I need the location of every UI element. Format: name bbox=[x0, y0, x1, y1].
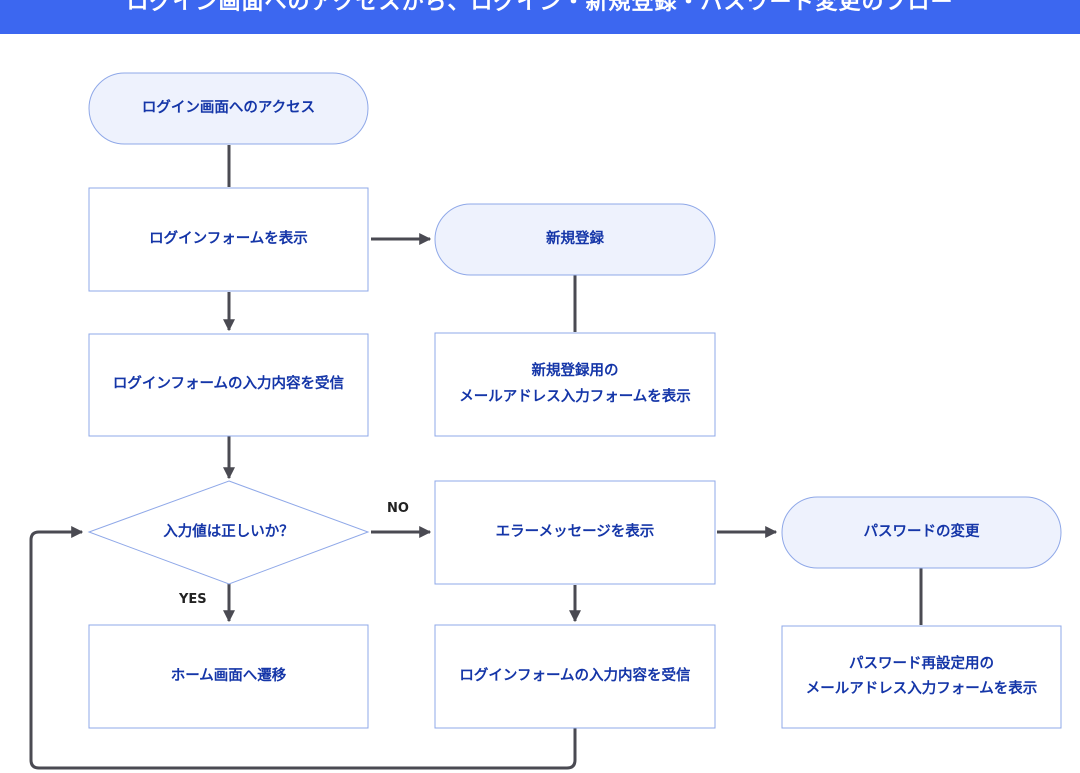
loop-back-arrow bbox=[29, 526, 577, 770]
node-receive-login-input-2 bbox=[434, 624, 716, 729]
node-home-transition bbox=[88, 624, 369, 729]
node-show-error bbox=[434, 480, 716, 585]
label-receive-login-input-2: ログインフォームの入力内容を受信 bbox=[459, 667, 691, 684]
edge-label-yes: YES bbox=[179, 592, 207, 607]
label-show-login-form: ログインフォームを表示 bbox=[149, 230, 308, 247]
label-receive-login-input-1: ログインフォームの入力内容を受信 bbox=[112, 376, 345, 393]
page-title: ログイン画面へのアクセスから、ログイン・新規登録・パスワード変更のフロー bbox=[126, 0, 954, 15]
label-signup: 新規登録 bbox=[546, 230, 604, 247]
label-password-change: パスワードの変更 bbox=[863, 523, 980, 540]
label-login-access: ログイン画面へのアクセス bbox=[141, 99, 316, 116]
label-signup-form: 新規登録用の メールアドレス入力フォームを表示 bbox=[459, 363, 691, 405]
node-decision-valid bbox=[87, 480, 370, 585]
header-bar: ログイン画面へのアクセスから、ログイン・新規登録・パスワード変更のフロー bbox=[0, 0, 1080, 34]
node-receive-login-input-1 bbox=[88, 333, 369, 437]
label-show-error: エラーメッセージを表示 bbox=[495, 523, 655, 540]
node-reset-form bbox=[781, 625, 1062, 729]
node-signup bbox=[434, 203, 716, 276]
node-show-login-form bbox=[88, 187, 369, 292]
label-decision-valid: 入力値は正しいか？ bbox=[163, 523, 294, 540]
node-password-change bbox=[781, 496, 1062, 569]
node-signup-form bbox=[434, 332, 716, 437]
label-reset-form: パスワード再設定用の メールアドレス入力フォームを表示 bbox=[805, 655, 1038, 697]
edge-label-no: NO bbox=[387, 501, 409, 516]
node-login-access bbox=[88, 72, 369, 145]
label-home-transition: ホーム画面へ遷移 bbox=[170, 667, 287, 684]
